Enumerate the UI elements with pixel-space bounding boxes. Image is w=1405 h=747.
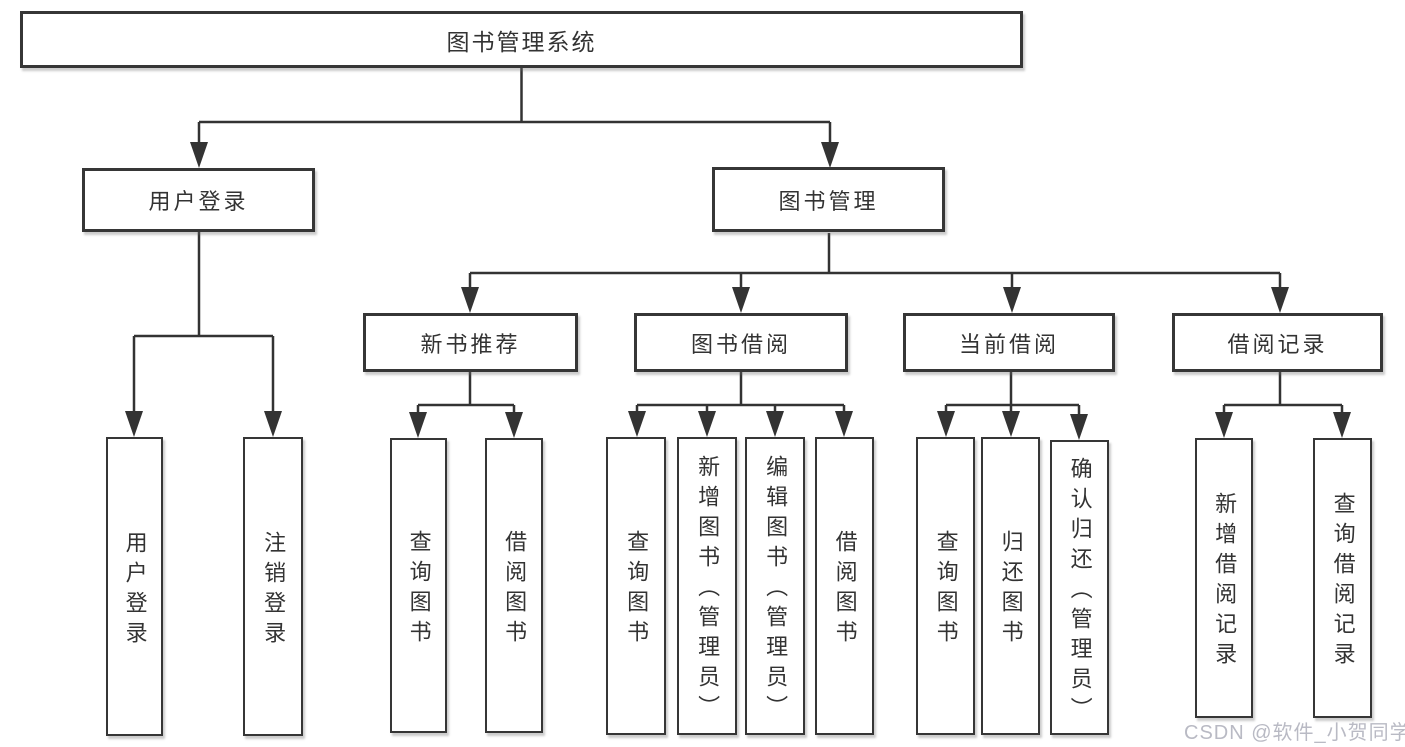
node-label: 当前借阅 <box>958 331 1059 357</box>
leaf-add-borrow-record: 新增借阅记录 <box>1195 438 1253 718</box>
node-label: 借阅图书 <box>502 529 528 650</box>
node-label: 图书管理系统 <box>446 28 597 55</box>
tree-edges <box>132 68 1344 433</box>
leaf-borrow-books: 借阅图书 <box>815 437 874 735</box>
node-label: 借阅记录 <box>1227 331 1328 357</box>
leaf-confirm-return-admin: 确认归还（管理员） <box>1050 440 1109 735</box>
node-current-borrow: 当前借阅 <box>903 313 1115 372</box>
leaf-query-books-borrow: 查询图书 <box>606 437 666 735</box>
node-label: 新书推荐 <box>420 331 521 357</box>
node-label: 查询图书 <box>933 530 959 650</box>
node-label: 注销登录 <box>261 530 287 651</box>
node-label: 查询图书 <box>406 529 432 650</box>
node-library-management-system: 图书管理系统 <box>20 11 1023 68</box>
node-label: 编辑图书（管理员） <box>763 455 789 725</box>
leaf-logout: 注销登录 <box>243 437 303 736</box>
node-label: 用户登录 <box>122 530 148 651</box>
leaf-query-books-recommend: 查询图书 <box>390 438 447 733</box>
csdn-watermark: CSDN @软件_小贺同学 <box>1184 722 1405 744</box>
node-label: 新增图书（管理员） <box>695 455 721 725</box>
node-new-book-recommend: 新书推荐 <box>363 313 578 372</box>
leaf-borrow-books-recommend: 借阅图书 <box>485 438 543 733</box>
node-label: 查询图书 <box>624 530 650 650</box>
leaf-query-borrow-record: 查询借阅记录 <box>1313 438 1372 718</box>
node-label: 查询借阅记录 <box>1330 492 1356 672</box>
node-label: 用户登录 <box>148 189 249 214</box>
node-book-borrow: 图书借阅 <box>634 313 848 372</box>
node-label: 图书管理 <box>778 188 879 214</box>
node-label: 图书借阅 <box>690 331 791 357</box>
leaf-query-books-current: 查询图书 <box>916 437 975 735</box>
node-label: 确认归还（管理员） <box>1067 456 1093 727</box>
node-label: 归还图书 <box>998 530 1024 650</box>
node-borrow-records: 借阅记录 <box>1172 313 1383 372</box>
node-user-login: 用户登录 <box>82 168 315 232</box>
leaf-edit-book-admin: 编辑图书（管理员） <box>745 437 805 735</box>
leaf-add-book-admin: 新增图书（管理员） <box>677 437 737 735</box>
node-label: 借阅图书 <box>832 530 858 650</box>
leaf-return-books: 归还图书 <box>981 437 1040 735</box>
leaf-user-login: 用户登录 <box>106 437 163 736</box>
node-book-management: 图书管理 <box>712 167 945 232</box>
node-label: 新增借阅记录 <box>1212 492 1238 672</box>
